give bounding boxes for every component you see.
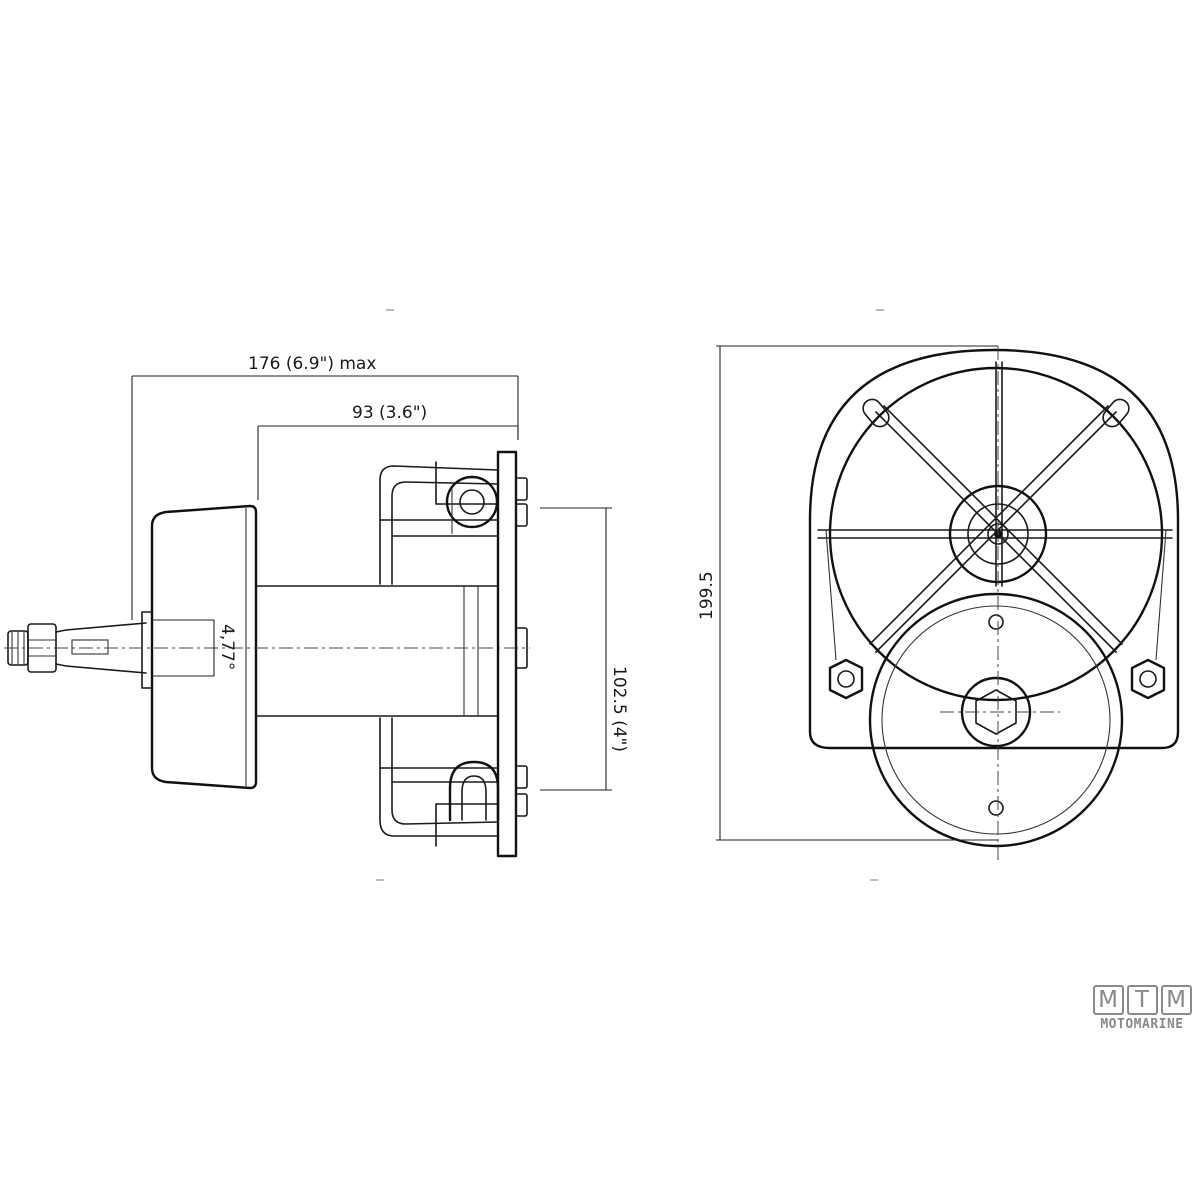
logo-letter-m2: M — [1160, 985, 1192, 1015]
logo-letters: M T M — [1090, 985, 1194, 1015]
dim-overall-length: 176 (6.9") max — [131, 354, 519, 620]
dim-body-length: 93 (3.6") — [257, 403, 519, 500]
mount-plate — [808, 348, 1180, 750]
logo-letter-t: T — [1126, 985, 1158, 1015]
pin-left — [862, 398, 890, 428]
side-nut-left — [828, 658, 864, 700]
lower-drum — [868, 592, 1124, 848]
helm-housing — [150, 504, 258, 790]
main-tube — [255, 585, 499, 717]
dim-overall-length-label: 176 (6.9") max — [248, 354, 376, 374]
pin-right — [1102, 398, 1130, 428]
dim-body-length-label: 93 (3.6") — [352, 403, 427, 423]
dim-shaft-angle-label: 4,77° — [217, 624, 237, 670]
dim-overall-height-label: 199.5 — [697, 571, 717, 620]
mounting-flange — [496, 450, 528, 858]
lower-bracket — [379, 717, 500, 847]
dim-shaft-angle: 4,77° — [152, 619, 237, 677]
upper-bracket — [379, 461, 499, 585]
side-nut-right — [1130, 658, 1166, 700]
logo-letter-m1: M — [1092, 985, 1124, 1015]
dim-overall-height: 199.5 — [697, 345, 998, 841]
dim-mount-spacing: 102.5 (4") — [540, 507, 629, 791]
dim-mount-spacing-label: 102.5 (4") — [609, 666, 629, 752]
front-view: 199.5 — [697, 345, 1180, 860]
registration-ticks — [376, 309, 884, 881]
mtm-logo: M T M MOTOMARINE — [1090, 985, 1194, 1032]
logo-wordmark: MOTOMARINE — [1100, 1017, 1184, 1032]
side-view: 176 (6.9") max 93 (3.6") 4,77° 102.5 (4"… — [4, 354, 629, 858]
tapered-shaft — [55, 611, 153, 689]
